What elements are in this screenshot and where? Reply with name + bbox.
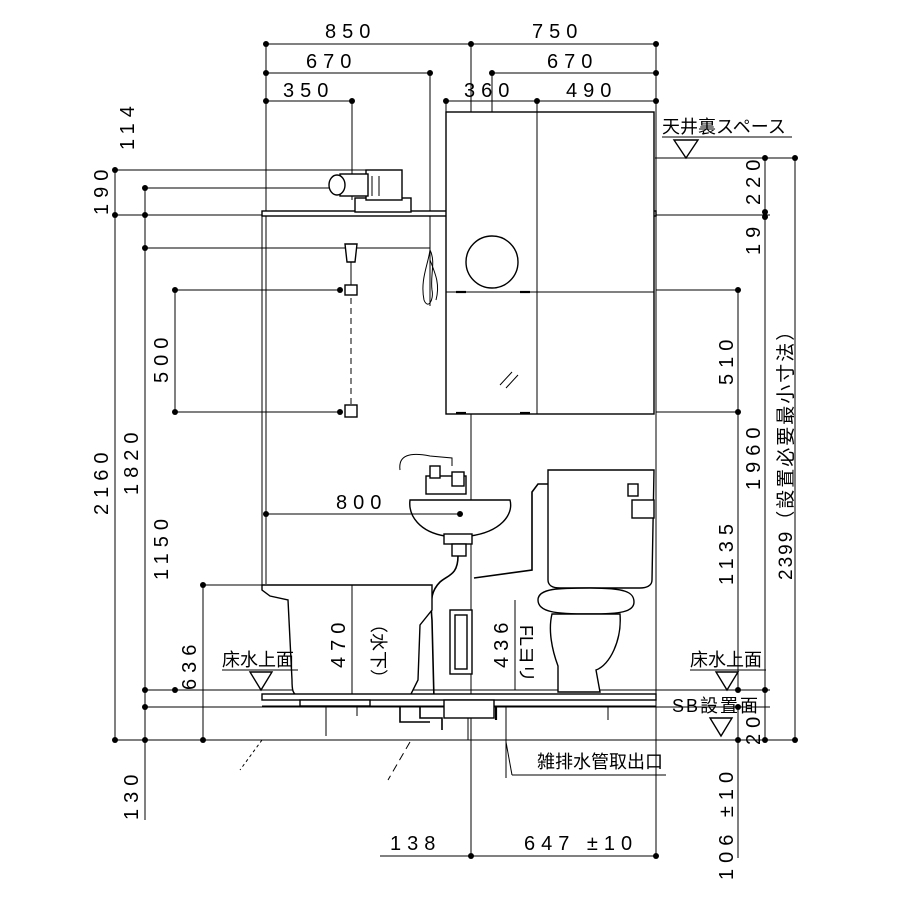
tub-water-below-label: （水下） [368,615,388,687]
fl-yori-label: FLヨリ [516,625,536,682]
dim-bottom-138: 138 [390,833,441,855]
toilet [473,469,655,693]
mirror-cabinet [445,111,655,415]
dim-right-1135: 1135 [716,518,738,585]
dim-right-19: 19 [743,221,765,255]
dim-left-114: 114 [117,100,139,150]
sb-floor-label: SB設置面 [672,696,760,716]
right-dimensions: 220 19 510 1960 1135 2399（設置必要最小寸法） 20 1… [605,154,798,880]
dim-left-1150: 1150 [151,513,173,580]
dim-left-190: 190 [91,164,113,215]
dim-mid-436: 436 [491,617,513,668]
dim-left-2160: 2160 [91,447,113,516]
ceiling-space-marker: 天井裏スペース [662,117,792,160]
drain-outlet-label: 雑排水管取出口 [537,752,663,772]
dim-left-1820: 1820 [121,427,143,496]
dim-right-220: 220 [743,154,765,205]
dim-left-636: 636 [179,639,201,690]
dim-mid-470: 470 [328,617,350,668]
dim-right-510: 510 [716,334,738,385]
ceiling-space-label: 天井裏スペース [662,117,786,137]
dim-bottom-647: 647 ±10 [524,833,638,855]
wash-basin: 800 [263,453,512,701]
dim-left-130: 130 [121,769,143,820]
left-dimensions: 114 190 2160 1820 500 1150 636 130 [91,100,795,820]
dim-right-2399-label: 2399（設置必要最小寸法） [775,320,797,580]
dim-right-106: 106 ±10 [716,766,738,880]
dim-right-1960: 1960 [743,422,765,491]
floor-water-top-right-label: 床水上面 [690,650,762,670]
dim-top-360: 360 [464,80,515,102]
dim-top-670-right: 670 [547,51,598,73]
dim-right-20: 20 [743,711,765,745]
dim-top-850: 850 [325,21,376,43]
dim-top-750: 750 [532,21,583,43]
ventilation-fan [328,169,412,213]
dim-top-350: 350 [283,80,334,102]
bottom-dimensions: 138 647 ±10 [380,833,659,859]
dim-left-500: 500 [151,332,173,383]
bathtub: （水下） 470 436 FLヨリ [261,584,536,700]
dim-top-490: 490 [566,80,617,102]
dim-mid-800: 800 [336,492,387,514]
shower-set [344,230,439,418]
top-dimensions: 850 750 670 670 350 360 490 [263,21,659,104]
floor-water-top-left-label: 床水上面 [222,650,294,670]
floor-level-labels: 床水上面 床水上面 SB設置面 雑排水管取出口 [222,650,766,776]
dim-top-670-left: 670 [306,51,357,73]
